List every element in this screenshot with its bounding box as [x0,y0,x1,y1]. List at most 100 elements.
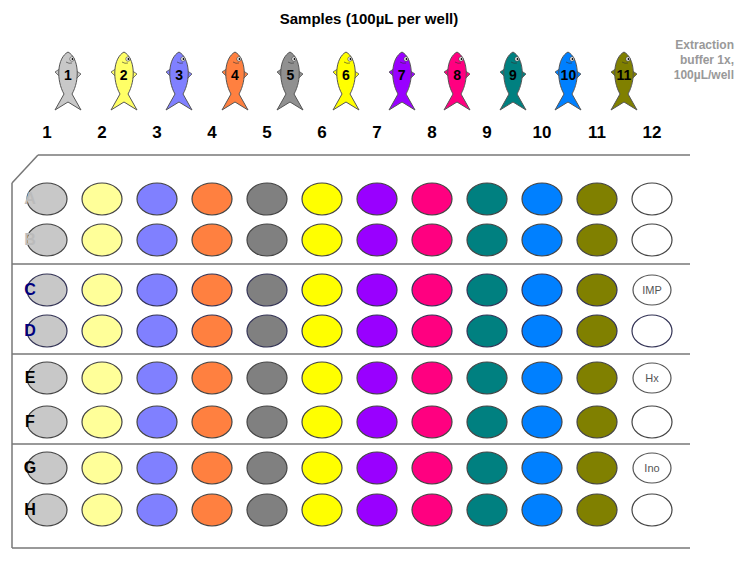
sample-well [412,452,452,484]
grid-line [11,183,13,548]
sample-well [632,406,672,438]
sample-well [137,362,177,394]
column-number: 11 [588,123,606,143]
sample-well [632,315,672,347]
grid-line [12,443,690,445]
sample-well [577,406,617,438]
column-number: 3 [152,123,161,143]
fish-number: 5 [286,67,294,83]
sample-well [357,452,397,484]
row-letter: E [25,369,36,387]
sample-well [302,224,342,256]
sample-well [82,406,122,438]
sample-well [522,224,562,256]
sample-well [302,406,342,438]
buffer-note: Extraction buffer 1x, 100µL/well [654,38,734,83]
sample-well [247,406,287,438]
sample-well [357,315,397,347]
column-number: 10 [533,123,552,143]
fish-sample: 11 [608,50,640,112]
sample-well [137,494,177,526]
sample-well [247,224,287,256]
sample-well [522,406,562,438]
sample-well [247,362,287,394]
sample-well [357,224,397,256]
sample-well [192,362,232,394]
sample-well [632,224,672,256]
standard-well: IMP [632,274,672,306]
column-number: 1 [42,123,51,143]
row-letter: G [24,459,36,477]
standard-well: Hx [632,362,672,394]
sample-well [247,494,287,526]
sample-well [192,274,232,306]
sample-well [577,274,617,306]
row-letter: D [24,322,36,340]
sample-well [192,183,232,215]
sample-well [522,274,562,306]
sample-well [577,315,617,347]
sample-well [467,362,507,394]
fish-number: 11 [617,67,632,83]
sample-well [357,183,397,215]
plate-grid [12,155,690,548]
sample-well [467,274,507,306]
sample-well [137,452,177,484]
plate-title: Samples (100µL per well) [280,10,458,27]
column-number: 4 [207,123,216,143]
sample-well [412,315,452,347]
fish-sample: 1 [52,50,84,112]
sample-well [137,274,177,306]
sample-well [577,183,617,215]
row-letter: A [24,190,36,208]
fish-number: 3 [175,67,183,83]
sample-well [522,183,562,215]
sample-well [522,315,562,347]
sample-well [82,224,122,256]
grid-line [12,263,690,265]
column-number: 6 [317,123,326,143]
sample-well [467,224,507,256]
sample-well [357,362,397,394]
sample-well [137,183,177,215]
fish-sample: 4 [219,50,251,112]
fish-sample: 5 [274,50,306,112]
standard-well: Ino [632,452,672,484]
sample-well [192,494,232,526]
sample-well [82,274,122,306]
plate-corner [12,155,38,183]
sample-well [302,452,342,484]
well-label: Hx [645,372,658,384]
well-group [27,183,672,526]
fish-sample: 8 [441,50,473,112]
sample-well [412,494,452,526]
sample-well [82,452,122,484]
row-letter: H [24,501,36,519]
column-number: 5 [262,123,271,143]
sample-well [467,406,507,438]
sample-well [412,183,452,215]
fish-sample: 6 [330,50,362,112]
fish-sample: 9 [497,50,529,112]
sample-well [522,452,562,484]
sample-well [137,224,177,256]
sample-well [247,452,287,484]
sample-well [247,315,287,347]
sample-well [302,315,342,347]
sample-well [577,494,617,526]
sample-well [302,362,342,394]
sample-well [192,224,232,256]
fish-sample: 2 [108,50,140,112]
sample-well [412,406,452,438]
sample-well [82,362,122,394]
sample-well [82,315,122,347]
column-number: 9 [482,123,491,143]
fish-number: 6 [342,67,350,83]
grid-line [12,353,690,355]
sample-well [522,362,562,394]
sample-well [577,452,617,484]
sample-well [412,362,452,394]
sample-well [467,494,507,526]
column-number: 2 [97,123,106,143]
sample-well [302,274,342,306]
